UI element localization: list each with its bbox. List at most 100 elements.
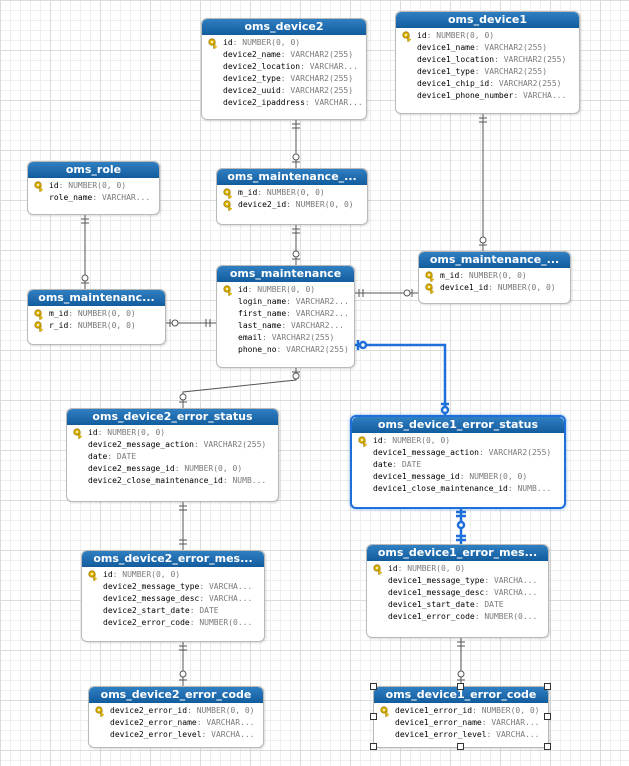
column-row[interactable]: r_id: NUMBER(0, 0) [34, 320, 161, 332]
resize-handle[interactable] [544, 713, 551, 720]
column-row[interactable]: email: VARCHAR2(255) [223, 332, 350, 344]
column-row[interactable]: device2_message_id: NUMBER(0, 0) [73, 463, 274, 475]
resize-handle[interactable] [544, 683, 551, 690]
column-type: : VARCHAR2(255) [474, 43, 548, 52]
column-type: : VARCHAR2(255) [474, 67, 548, 76]
column-row[interactable]: device1_error_name: VARCHAR... [380, 717, 544, 729]
column-row[interactable]: device1_id: NUMBER(0, 0) [425, 282, 566, 294]
column-row[interactable]: device2_type: VARCHAR2(255) [208, 73, 362, 85]
column-row[interactable]: phone_no: VARCHAR2(255) [223, 344, 350, 356]
column-row[interactable]: m_id: NUMBER(0, 0) [34, 308, 161, 320]
column-row[interactable]: device2_start_date: DATE [88, 605, 260, 617]
resize-handle[interactable] [370, 683, 377, 690]
entity-oms-maintenance-device1[interactable]: oms_maintenance_... m_id: NUMBER(0, 0)de… [418, 251, 571, 304]
column-row[interactable]: id: NUMBER(0, 0) [373, 563, 544, 575]
entity-oms-device1[interactable]: oms_device1 id: NUMBER(0, 0)device1_name… [395, 11, 580, 114]
column-row[interactable]: id: NUMBER(0, 0) [358, 435, 560, 447]
column-name: email [238, 333, 263, 342]
entity-oms-device2-error-messages[interactable]: oms_device2_error_mes... id: NUMBER(0, 0… [81, 550, 265, 642]
column-row[interactable]: device2_name: VARCHAR2(255) [208, 49, 362, 61]
column-row[interactable]: device1_message_id: NUMBER(0, 0) [358, 471, 560, 483]
column-row[interactable]: id: NUMBER(0, 0) [88, 569, 260, 581]
column-row[interactable]: id: NUMBER(0, 0) [73, 427, 274, 439]
entity-oms-maintenance-device2[interactable]: oms_maintenance_... m_id: NUMBER(0, 0)de… [216, 168, 368, 225]
primary-key-icon [34, 309, 45, 320]
column-row[interactable]: device1_message_desc: VARCHA... [373, 587, 544, 599]
column-row[interactable]: device1_phone_number: VARCHA... [402, 90, 575, 102]
entity-oms-role[interactable]: oms_role id: NUMBER(0, 0)role_name: VARC… [27, 161, 160, 215]
column-row[interactable]: role_name: VARCHAR... [34, 192, 155, 204]
column-row[interactable]: device2_error_code: NUMBER(0... [88, 617, 260, 629]
column-row[interactable]: id: NUMBER(0, 0) [34, 180, 155, 192]
entity-oms-device2[interactable]: oms_device2 id: NUMBER(0, 0)device2_name… [201, 18, 367, 120]
entity-oms-maintenance-role[interactable]: oms_maintenanc... m_id: NUMBER(0, 0)r_id… [27, 289, 166, 345]
primary-key-icon [223, 285, 234, 296]
column-row[interactable]: last_name: VARCHAR2... [223, 320, 350, 332]
column-type: : VARCHAR2(255) [193, 440, 267, 449]
resize-handle[interactable] [457, 743, 464, 750]
entity-oms-device1-error-status[interactable]: oms_device1_error_status id: NUMBER(0, 0… [350, 415, 566, 509]
column-row[interactable]: device1_type: VARCHAR2(255) [402, 66, 575, 78]
column-row[interactable]: device1_start_date: DATE [373, 599, 544, 611]
column-name: device2_message_id [88, 464, 175, 473]
column-row[interactable]: device1_error_level: VARCHA... [380, 729, 544, 741]
resize-handle[interactable] [370, 713, 377, 720]
column-row[interactable]: id: NUMBER(0, 0) [223, 284, 350, 296]
entity-title: oms_device1 [396, 12, 579, 28]
column-row[interactable]: device1_name: VARCHAR2(255) [402, 42, 575, 54]
entity-oms-device2-error-code[interactable]: oms_device2_error_code device2_error_id:… [88, 686, 264, 748]
column-row[interactable]: id: NUMBER(0, 0) [208, 37, 362, 49]
entity-title: oms_device1_error_status [352, 417, 564, 433]
column-row[interactable]: device2_uuid: VARCHAR2(255) [208, 85, 362, 97]
column-row[interactable]: m_id: NUMBER(0, 0) [425, 270, 566, 282]
entity-oms-device1-error-code[interactable]: oms_device1_error_code device1_error_id:… [373, 686, 549, 748]
column-name: device2_message_desc [103, 594, 200, 603]
column-type: : DATE [474, 600, 504, 609]
column-row[interactable]: device2_error_level: VARCHA... [95, 729, 259, 741]
column-row[interactable]: device1_message_type: VARCHA... [373, 575, 544, 587]
resize-handle[interactable] [544, 743, 551, 750]
column-row[interactable]: device1_location: VARCHAR2(255) [402, 54, 575, 66]
column-row[interactable]: device2_message_type: VARCHA... [88, 581, 260, 593]
column-row[interactable]: device1_close_maintenance_id: NUMB... [358, 483, 560, 495]
entity-title: oms_device2_error_status [67, 409, 278, 425]
column-row[interactable]: device2_error_id: NUMBER(0, 0) [95, 705, 259, 717]
column-row[interactable]: id: NUMBER(0, 0) [402, 30, 575, 42]
column-row[interactable]: first_name: VARCHAR2... [223, 308, 350, 320]
column-row[interactable]: device1_message_action: VARCHAR2(255) [358, 447, 560, 459]
rel-maintenance-d2-status [182, 366, 297, 408]
column-row[interactable]: device2_id: NUMBER(0, 0) [223, 199, 363, 211]
column-type: : VARCHAR2(255) [494, 55, 567, 64]
resize-handle[interactable] [457, 683, 464, 690]
column-name: device1_chip_id [417, 79, 490, 88]
column-row[interactable]: login_name: VARCHAR2... [223, 296, 350, 308]
column-name: role_name [49, 193, 93, 202]
column-type: : NUMBER(0, 0) [426, 31, 495, 40]
column-type: : VARCHA... [484, 588, 538, 597]
primary-key-icon [34, 181, 45, 192]
primary-key-icon [73, 428, 84, 439]
column-row[interactable]: device2_location: VARCHAR... [208, 61, 362, 73]
entity-oms-device2-error-status[interactable]: oms_device2_error_status id: NUMBER(0, 0… [66, 408, 279, 502]
column-row[interactable]: device2_message_action: VARCHAR2(255) [73, 439, 274, 451]
column-row[interactable]: device2_ipaddress: VARCHAR... [208, 97, 363, 109]
column-row[interactable]: device1_error_code: NUMBER(0... [373, 611, 544, 623]
entity-oms-maintenance[interactable]: oms_maintenance id: NUMBER(0, 0)login_na… [216, 265, 355, 368]
entity-oms-device1-error-messages[interactable]: oms_device1_error_mes... id: NUMBER(0, 0… [366, 544, 549, 638]
column-row[interactable]: device2_message_desc: VARCHA... [88, 593, 260, 605]
column-type: : DATE [189, 606, 219, 615]
column-row[interactable]: m_id: NUMBER(0, 0) [223, 187, 363, 199]
resize-handle[interactable] [370, 743, 377, 750]
column-type: : VARCHAR... [196, 718, 255, 727]
column-row[interactable]: device1_error_id: NUMBER(0, 0) [380, 705, 544, 717]
column-row[interactable]: device2_close_maintenance_id: NUMB... [73, 475, 274, 487]
column-name: id [417, 31, 427, 40]
column-type: : NUMBER(0, 0) [382, 436, 451, 445]
column-row[interactable]: date: DATE [358, 459, 560, 471]
column-row[interactable]: date: DATE [73, 451, 274, 463]
column-row[interactable]: device1_chip_id: VARCHAR2(255) [402, 78, 575, 90]
column-type: : VARCHA... [513, 91, 567, 100]
column-row[interactable]: device2_error_name: VARCHAR... [95, 717, 259, 729]
column-name: device1_type [417, 67, 475, 76]
